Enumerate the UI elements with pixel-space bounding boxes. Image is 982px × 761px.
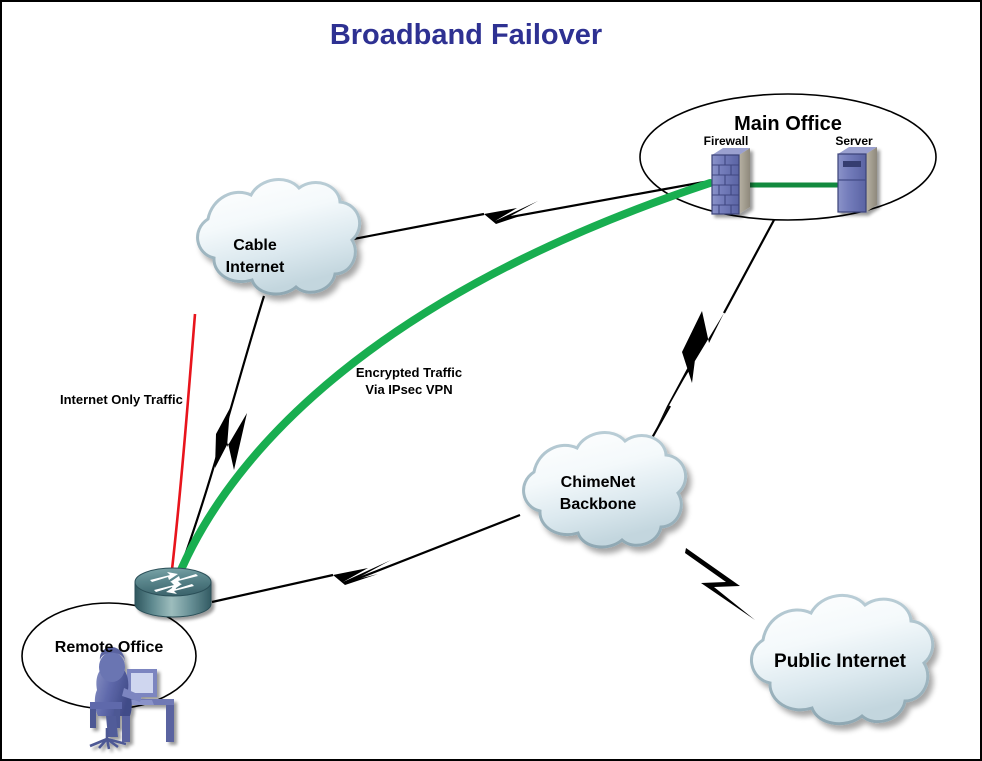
encrypted-traffic-label-line1: Encrypted Traffic <box>356 365 462 380</box>
workstation-icon[interactable] <box>89 647 174 750</box>
internet-only-traffic-label: Internet Only Traffic <box>60 392 183 407</box>
router-icon[interactable] <box>134 567 212 618</box>
cloud-public-internet-label: Public Internet <box>774 651 907 672</box>
cloud-cable-internet-label-line1: Cable <box>233 237 277 254</box>
main-office-zone-label: Main Office <box>734 113 842 135</box>
cloud-chimenet-label-line2: Backbone <box>560 496 637 513</box>
server-icon[interactable] <box>837 147 877 213</box>
cloud-public-internet[interactable]: Public Internet <box>750 593 935 726</box>
firewall-icon[interactable] <box>711 148 750 215</box>
cloud-chimenet-label-line1: ChimeNet <box>561 474 636 491</box>
link-router-to-chimenet <box>211 513 521 604</box>
link-main-office-to-chimenet <box>642 219 775 455</box>
link-cable-internet-to-main-office <box>337 180 705 244</box>
link-chimenet-to-public-internet <box>685 548 755 620</box>
encrypted-traffic-label-line2: Via IPsec VPN <box>365 382 452 397</box>
cloud-chimenet-backbone[interactable]: ChimeNet Backbone <box>522 431 688 549</box>
link-router-to-cable-internet <box>170 295 266 591</box>
page-title: Broadband Failover <box>330 19 602 51</box>
link-internet-only-traffic <box>168 313 197 588</box>
main-office-zone-ellipse <box>639 93 937 221</box>
cloud-cable-internet-label-line2: Internet <box>226 259 285 276</box>
link-vpn-tunnel <box>170 179 714 591</box>
cloud-cable-internet[interactable]: Cable Internet <box>196 178 362 296</box>
firewall-label: Firewall <box>704 134 749 148</box>
server-label: Server <box>835 134 873 148</box>
remote-office-zone-label: Remote Office <box>55 639 164 656</box>
